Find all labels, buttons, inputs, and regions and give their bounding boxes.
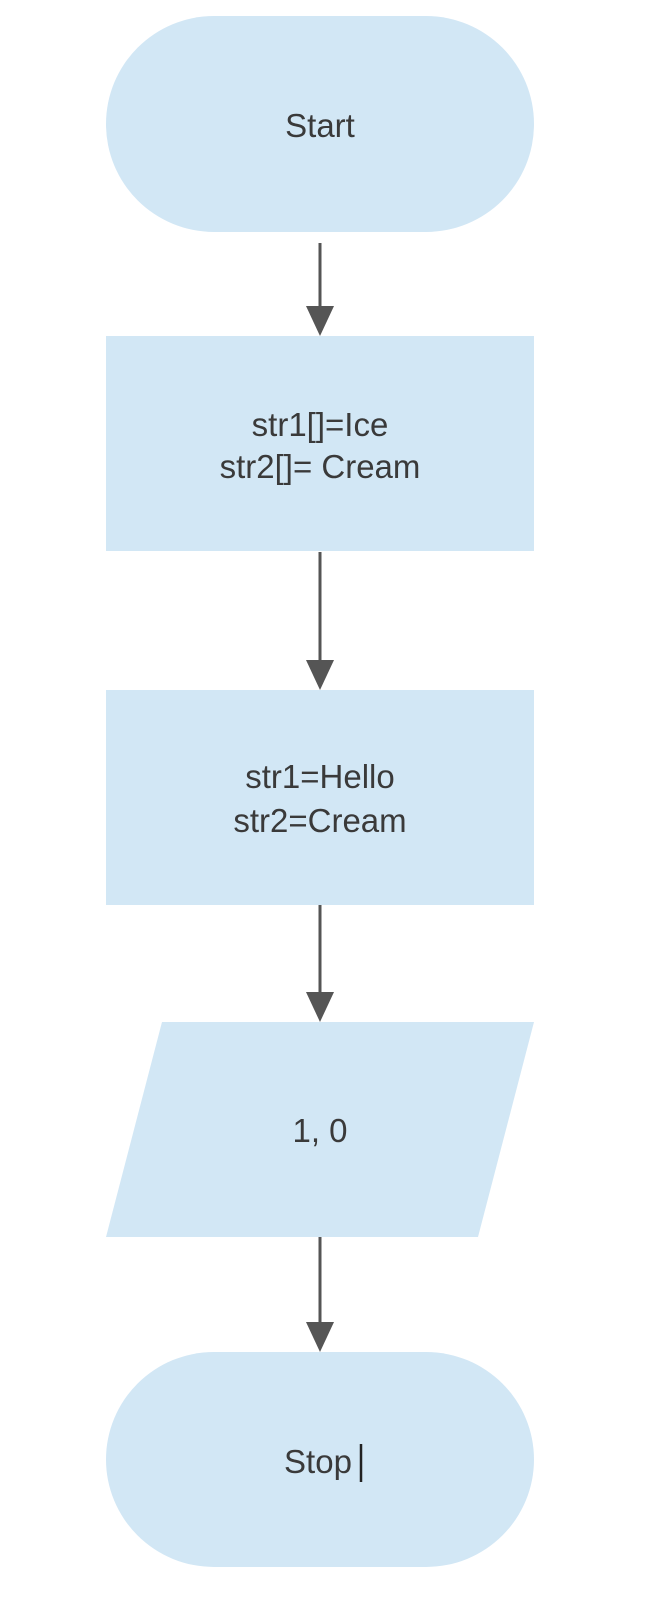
init-arrays-process-shape (106, 336, 534, 551)
assign-strings-process-shape (106, 690, 534, 905)
init-arrays-process[interactable]: str1[]=Ice str2[]= Cream (106, 336, 534, 551)
start-terminator-shape (106, 16, 534, 232)
edge-start-to-init-arrays (306, 243, 334, 336)
init-arrays-line-1: str1[]=Ice (252, 406, 389, 443)
output-data-shape (106, 1022, 534, 1237)
output-data[interactable]: 1, 0 (106, 1022, 534, 1237)
init-arrays-line-2: str2[]= Cream (220, 448, 421, 485)
assign-strings-line-2: str2=Cream (233, 802, 406, 839)
edge-output-to-stop (306, 1237, 334, 1352)
flowchart-edges (306, 243, 334, 1352)
stop-label: Stop (284, 1443, 352, 1480)
start-terminator[interactable]: Start (106, 16, 534, 232)
edge-init-arrays-to-assign-strings (306, 552, 334, 690)
stop-terminator[interactable]: Stop (106, 1352, 534, 1567)
start-label: Start (285, 107, 355, 144)
stop-terminator-shape (106, 1352, 534, 1567)
edge-assign-strings-to-output (306, 905, 334, 1022)
assign-strings-line-1: str1=Hello (245, 758, 394, 795)
assign-strings-process[interactable]: str1=Hello str2=Cream (106, 690, 534, 905)
output-label: 1, 0 (292, 1112, 347, 1149)
